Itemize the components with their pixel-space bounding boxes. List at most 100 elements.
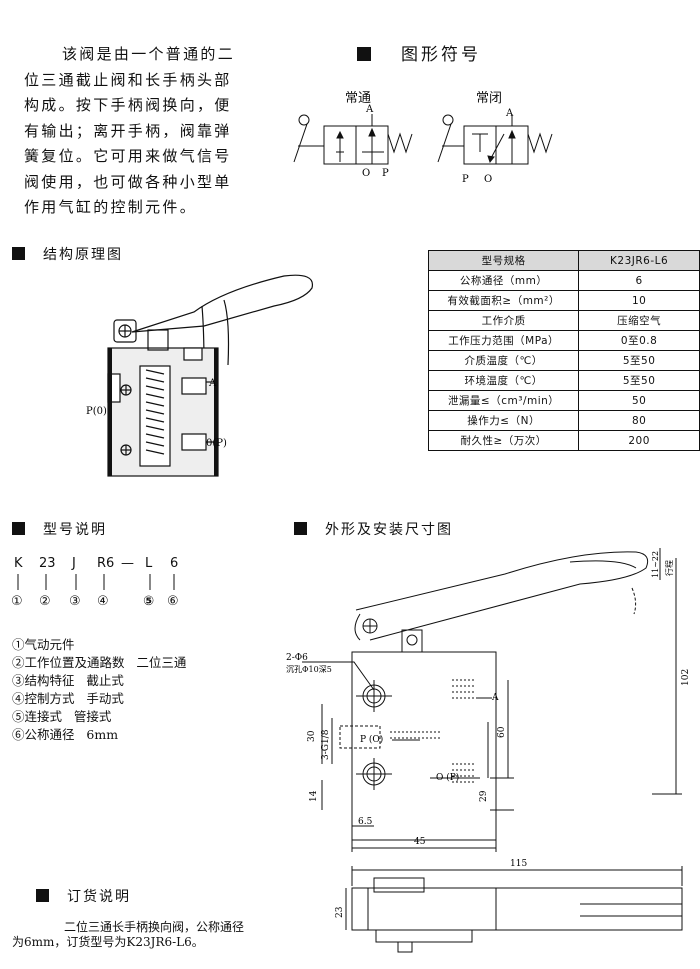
intro-line: 阀使用，也可做各种小型单	[24, 172, 232, 191]
explain-line: ⑤连接式 管接式	[12, 709, 112, 724]
model-title: 型号说明	[43, 522, 107, 538]
normally-open-symbol	[293, 114, 413, 165]
table-cell: 环境温度（℃）	[427, 370, 580, 391]
table-row: 操作力≤（N）80	[427, 410, 700, 431]
dim-11-22: 11~22	[651, 551, 660, 578]
dim-thread: 3-G1/8	[321, 729, 331, 760]
order-text: 二位三通长手柄换向阀，公称通径 为6mm，订货型号为K23JR6-L6。	[12, 920, 245, 950]
table-cell: 5至50	[578, 370, 700, 391]
intro-paragraph: 该阀是由一个普通的二 位三通截止阀和长手柄头部 构成。按下手柄阀换向，便 有输出…	[24, 42, 274, 221]
table-cell: 50	[578, 390, 700, 411]
code-part: L	[145, 556, 153, 571]
symbols-heading: 图形符号	[357, 40, 481, 65]
structure-heading: 结构原理图	[12, 244, 123, 264]
table-cell: 有效截面积≥（mm²）	[427, 290, 580, 311]
intro-line: 构成。按下手柄阀换向，便	[24, 96, 232, 114]
open-port-a: A	[365, 104, 374, 115]
code-part: J	[72, 556, 76, 571]
dim-stroke: 行程	[664, 560, 674, 576]
explain-line: ④控制方式 手动式	[12, 691, 124, 706]
structure-port-p0: P(0)	[86, 406, 107, 417]
dim-60: 60	[497, 726, 507, 738]
structure-diagram: A P(0) 0(P)	[86, 274, 314, 477]
dim-6-5: 6.5	[358, 817, 373, 827]
dim-port-p0: P (O)	[360, 734, 383, 745]
table-row: 有效截面积≥（mm²）10	[427, 290, 700, 311]
structure-title: 结构原理图	[43, 247, 123, 263]
dimensions-title: 外形及安装尺寸图	[325, 522, 453, 538]
table-row: 介质温度（℃）5至50	[427, 350, 700, 371]
marker-5: ⑤	[143, 594, 155, 609]
normally-closed-symbol	[437, 114, 553, 165]
table-cell: 泄漏量≤（cm³/min）	[427, 390, 580, 411]
closed-port-o: O	[484, 174, 492, 184]
hole-note-2: 沉孔Φ10深5	[286, 665, 332, 674]
table-cell: 200	[578, 430, 700, 451]
open-port-p: P	[382, 168, 389, 179]
section-square-icon	[357, 47, 371, 61]
explain-line: ①气动元件	[12, 637, 75, 652]
table-row: 公称通径（mm）6	[427, 270, 700, 291]
normally-closed-label: 常闭	[476, 91, 503, 106]
dim-115: 115	[510, 859, 527, 869]
order-heading: 订货说明	[36, 886, 131, 906]
table-row: 工作介质压缩空气	[427, 310, 700, 331]
table-cell: 操作力≤（N）	[427, 410, 580, 431]
dim-14: 14	[309, 790, 319, 802]
dim-30: 30	[307, 730, 317, 742]
section-square-icon	[12, 247, 25, 260]
code-part: —	[121, 556, 134, 571]
intro-line: 簧复位。它可用来做气信号	[24, 147, 232, 165]
dim-port-0p: O (P)	[436, 772, 459, 783]
explain-line: ②工作位置及通路数 二位三通	[12, 655, 187, 670]
table-cell: 公称通径（mm）	[427, 270, 580, 291]
marker-1: ①	[11, 594, 23, 609]
open-port-o: O	[362, 168, 370, 179]
order-line: 为6mm，订货型号为K23JR6-L6。	[12, 935, 204, 949]
table-row: 工作压力范围（MPa）0至0.8	[427, 330, 700, 351]
dim-23: 23	[335, 906, 345, 918]
marker-6: ⑥	[167, 594, 179, 609]
table-cell: 0至0.8	[578, 330, 700, 351]
code-leader-lines	[17, 574, 175, 590]
table-cell: 6	[578, 270, 700, 291]
marker-2: ②	[39, 594, 51, 609]
table-cell: 10	[578, 290, 700, 311]
marker-4: ④	[97, 594, 109, 609]
model-code: K 23 J R6 — L 6	[0, 556, 200, 616]
table-cell: 介质温度（℃）	[427, 350, 580, 371]
structure-port-a: A	[208, 378, 217, 389]
table-cell: K23JR6-L6	[578, 250, 700, 271]
dim-45: 45	[414, 837, 426, 847]
section-square-icon	[12, 522, 25, 535]
dim-102: 102	[681, 669, 691, 686]
section-square-icon	[36, 889, 49, 902]
intro-line: 作用气缸的控制元件。	[24, 198, 198, 216]
model-heading: 型号说明	[12, 519, 107, 539]
dim-port-a: A	[491, 693, 499, 703]
section-square-icon	[294, 522, 307, 535]
table-row: 泄漏量≤（cm³/min）50	[427, 390, 700, 411]
closed-port-a: A	[505, 108, 514, 119]
closed-port-p: P	[462, 174, 469, 184]
table-cell: 5至50	[578, 350, 700, 371]
table-cell: 80	[578, 410, 700, 431]
intro-line: 位三通截止阀和长手柄头部	[24, 70, 232, 89]
table-row: 耐久性≥（万次）200	[427, 430, 700, 451]
normally-open-label: 常通	[345, 91, 372, 106]
explain-line: ⑥公称通径 6mm	[12, 727, 119, 742]
code-part: 6	[170, 556, 179, 571]
intro-line: 该阀是由一个普通的二	[62, 45, 236, 63]
dimension-drawing: 2-Φ6 沉孔Φ10深5 30 3-G1/8 14 6.5 45 60 29 1…	[286, 548, 691, 953]
table-cell: 压缩空气	[578, 310, 700, 331]
order-line: 二位三通长手柄换向阀，公称通径	[64, 920, 245, 934]
dim-29: 29	[479, 790, 489, 802]
order-title: 订货说明	[67, 889, 131, 905]
intro-line: 有输出；离开手柄，阀靠弹	[24, 121, 232, 140]
table-cell: 工作压力范围（MPa）	[427, 330, 580, 351]
marker-3: ③	[69, 594, 81, 609]
hole-note-1: 2-Φ6	[286, 653, 308, 663]
code-part: K	[14, 556, 23, 571]
